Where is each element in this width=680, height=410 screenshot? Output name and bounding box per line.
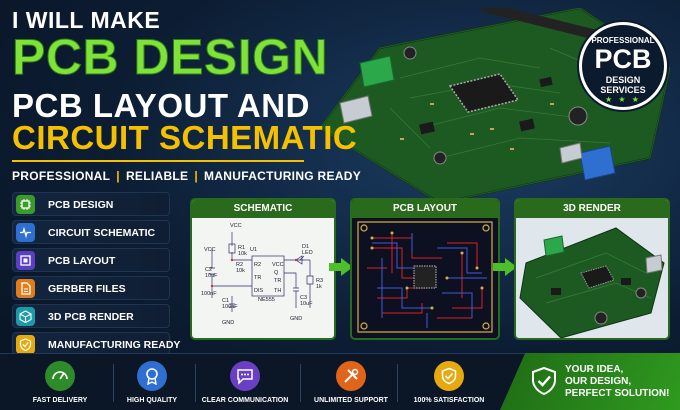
service-label: PCB LAYOUT [48,255,116,267]
ic-label: NE555 [258,297,275,303]
award-icon [137,361,167,391]
schematic-label: R3 [316,278,324,284]
panel-title: 3D RENDER [516,200,668,218]
schematic-label: GND [222,320,235,326]
schematic-pin: R2 [254,262,262,268]
3d-render-image [519,227,665,338]
feature-fast-delivery: FAST DELIVERY [10,361,110,404]
schematic-label: C3 [300,295,308,301]
headline-main: PCB DESIGN [11,29,329,85]
schematic-label: 10k [238,251,247,257]
headline-intro: I WILL MAKE [12,7,161,33]
shield-check-icon [532,366,556,396]
tagline-separator: | [116,169,120,183]
feature-high-quality: HIGH QUALITY [102,361,202,404]
service-label: MANUFACTURING READY [48,339,181,351]
headline-secondary: PCB LAYOUT AND [12,87,310,124]
schematic-label: R2 [236,262,244,268]
feature-label: 100% SATISFACTION [413,397,485,404]
schematic-label: D1 [302,244,310,250]
feature-unlimited-support: UNLIMITED SUPPORT [301,361,401,404]
tools-icon [336,361,366,391]
badge-line: DESIGN [605,75,641,85]
feature-clear-communication: CLEAR COMMUNICATION [195,361,295,404]
service-label: PCB DESIGN [48,199,114,211]
divider [397,364,398,402]
divider [300,364,301,402]
schematic-label: C1 [222,298,230,304]
schematic-icon [16,223,35,242]
pcb-layout-panel: PCB LAYOUT [350,198,500,340]
schematic-label: C2 [205,267,213,273]
tagline: PROFESSIONAL | RELIABLE | MANUFACTURING READ… [12,169,361,183]
schematic-label: VCC [230,223,242,229]
schematic-label: VCC [204,247,216,253]
feature-label: HIGH QUALITY [126,397,178,404]
service-item-pcb-layout: PCB LAYOUT [12,248,170,272]
feature-label: FAST DELIVERY [32,397,88,404]
service-item-pcb-design: PCB DESIGN [12,192,170,216]
promo-line: YOUR IDEA, [565,364,624,375]
schematic-panel: SCHEMATIC VCC VCC R1 10k U1 R2 10k R2 TR… [190,198,336,340]
service-label: GERBER FILES [48,283,126,295]
cube-icon [16,307,35,326]
tagline-item: PROFESSIONAL [12,169,111,183]
schematic-pin: TH [274,288,282,294]
speedometer-icon [45,361,75,391]
badge-stars: ★ ★ ★ [605,95,641,104]
service-item-gerber-files: GERBER FILES [12,276,170,300]
shield-check-icon [434,361,464,391]
service-label: 3D PCB RENDER [48,311,134,323]
service-label: CIRCUIT SCHEMATIC [48,227,156,239]
badge-line: SERVICES [600,85,646,95]
schematic-pin: TR [254,275,262,281]
shield-check-icon [16,335,35,354]
headline-tertiary: CIRCUIT SCHEMATIC [12,119,358,156]
badge-main-text: PCB [594,44,652,74]
schematic-label: LED [302,250,313,256]
chat-icon [230,361,260,391]
schematic-label: 10uF [300,301,313,307]
schematic-label: 10k [236,268,245,274]
feature-satisfaction: 100% SATISFACTION [399,361,499,404]
3d-render-panel: 3D RENDER [514,198,670,340]
service-item-circuit-schematic: CIRCUIT SCHEMATIC [12,220,170,244]
file-icon [16,279,35,298]
schematic-label: GND [290,316,303,322]
schematic-label: 100nF [201,291,217,297]
headline-divider [12,160,304,162]
schematic-label: 1k [316,284,322,290]
feature-label: CLEAR COMMUNICATION [201,397,289,404]
promo-banner: YOUR IDEA,OUR DESIGN,PERFECT SOLUTION! [500,353,680,410]
schematic-pin: Q [274,270,279,276]
badge-top-text: PROFESSIONAL [591,36,655,45]
tagline-separator: | [194,169,199,183]
tagline-item: RELIABLE [125,169,189,183]
chip-icon [16,195,35,214]
schematic-drawing [209,232,314,312]
service-item-3d-pcb-render: 3D PCB RENDER [12,304,170,328]
schematic-pin: DIS [254,288,264,294]
pcb-layout-drawing [357,221,493,333]
panel-title: SCHEMATIC [192,200,334,218]
promo-line: OUR DESIGN, [565,376,632,387]
promo-text: YOUR IDEA,OUR DESIGN,PERFECT SOLUTION! [565,364,669,400]
panel-title: PCB LAYOUT [352,200,498,218]
divider [195,364,196,402]
schematic-label: U1 [250,247,258,253]
promo-line: PERFECT SOLUTION! [565,388,670,399]
feature-label: UNLIMITED SUPPORT [314,397,388,404]
divider [113,364,114,402]
schematic-label: R1 [238,245,246,251]
layers-icon [16,251,35,270]
schematic-label: 10uF [205,273,218,279]
schematic-pin: VCC [272,262,284,268]
tagline-item: MANUFACTURING READY [204,169,362,183]
schematic-pin: TR [274,278,282,284]
schematic-label: 100nF [222,304,238,310]
